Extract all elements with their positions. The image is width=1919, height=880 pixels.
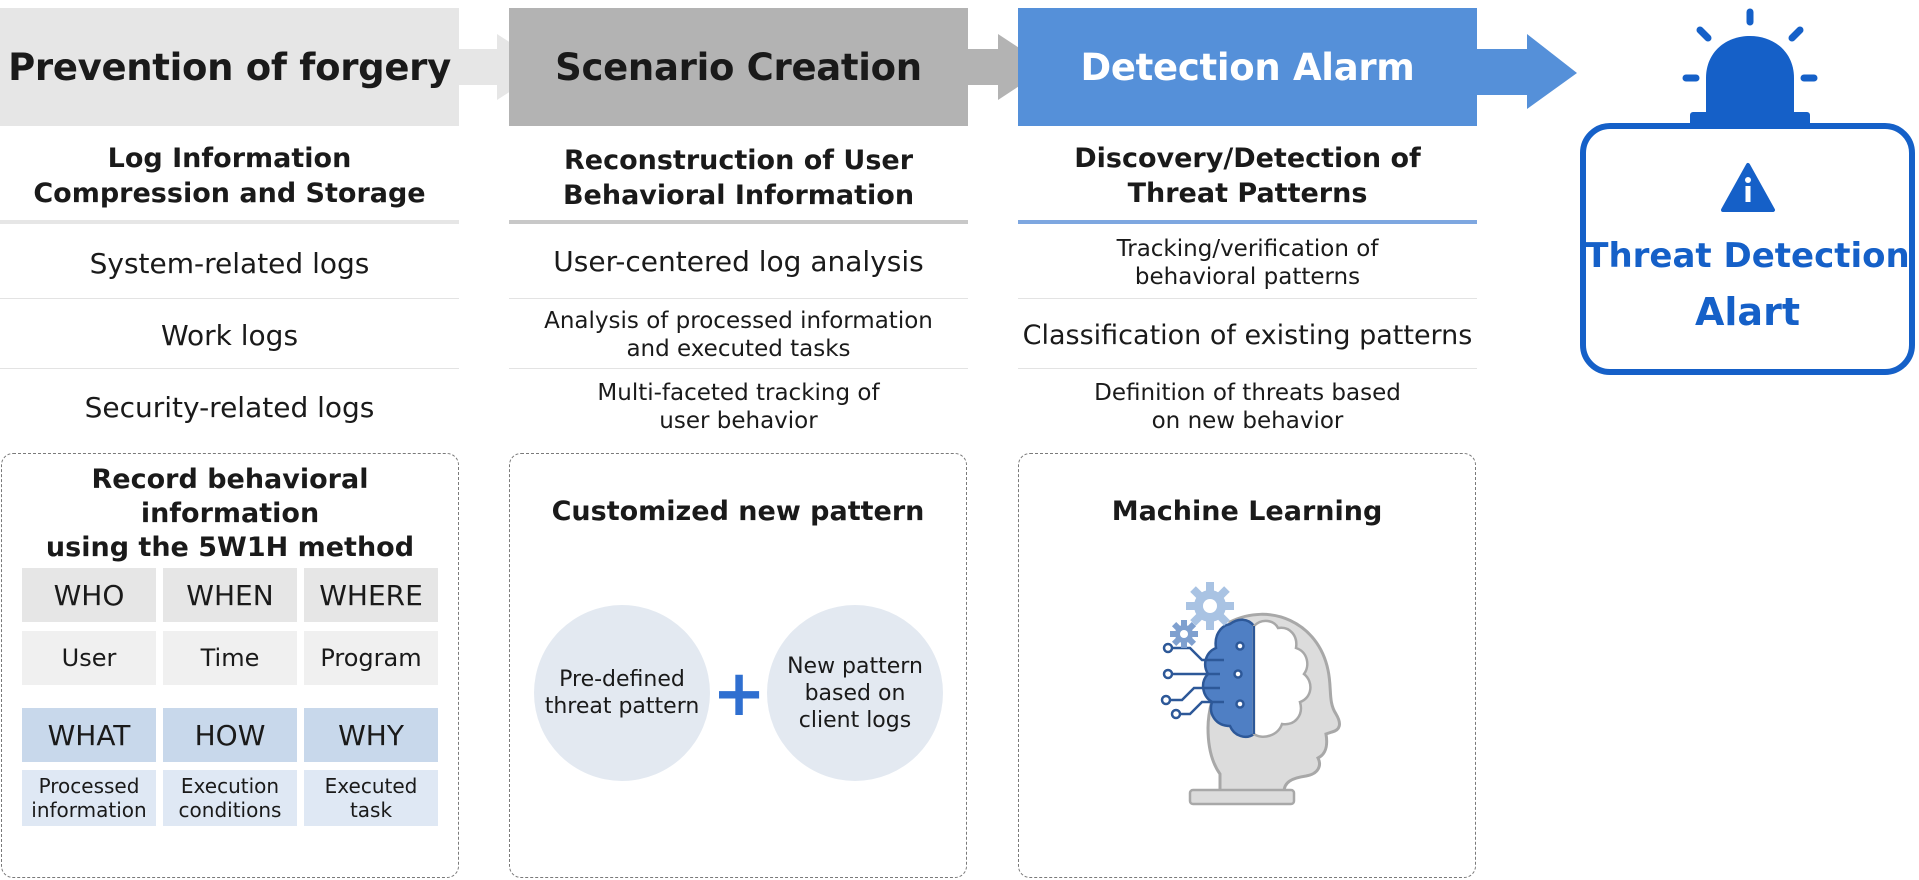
divider	[509, 298, 968, 299]
subtitle-reconstruction: Reconstruction of User Behavioral Inform…	[562, 145, 915, 211]
divider	[1018, 298, 1477, 299]
plus-icon: +	[712, 657, 766, 731]
panel-title-5w1h: Record behavioral information using the …	[45, 464, 415, 563]
row-multifaceted-tracking: Multi-faceted tracking of user behavior	[597, 380, 880, 434]
divider-thick	[509, 220, 968, 224]
cell-where: WHERE	[304, 568, 438, 622]
row-user-centered-analysis: User-centered log analysis	[553, 245, 924, 278]
siren-icon	[1682, 8, 1818, 126]
divider-thick	[1018, 220, 1477, 224]
row-work-logs: Work logs	[160, 319, 299, 352]
cell-time: Time	[163, 631, 297, 685]
arrow-3	[1477, 34, 1577, 109]
cell-when: WHEN	[163, 568, 297, 622]
cell-executed-task: Executed task	[304, 770, 438, 826]
row-threat-definition: Definition of threats based on new behav…	[1094, 380, 1401, 434]
cell-who: WHO	[22, 568, 156, 622]
divider	[509, 368, 968, 369]
row-system-logs: System-related logs	[89, 247, 370, 280]
ai-head-brain-gears-icon	[1160, 582, 1341, 806]
divider	[0, 368, 459, 369]
warning-triangle-icon	[1721, 163, 1775, 212]
cell-what: WHAT	[22, 708, 156, 762]
subtitle-discovery-detection: Discovery/Detection of Threat Patterns	[1074, 143, 1421, 209]
row-security-logs: Security-related logs	[84, 391, 375, 424]
row-classification: Classification of existing patterns	[1022, 320, 1473, 351]
circle-predefined-pattern: Pre-defined threat pattern	[534, 605, 710, 781]
divider-thick	[0, 220, 459, 224]
cell-execution-conditions: Execution conditions	[163, 770, 297, 826]
panel-5w1h	[1, 453, 459, 878]
row-processed-info-analysis: Analysis of processed information and ex…	[544, 308, 933, 362]
threat-alert-title: Threat Detection Alart	[1580, 228, 1915, 340]
cell-how: HOW	[163, 708, 297, 762]
panel-machine-learning	[1018, 453, 1476, 878]
header-scenario-creation: Scenario Creation	[509, 8, 968, 126]
divider	[1018, 368, 1477, 369]
panel-title-customized-pattern: Customized new pattern	[551, 496, 925, 527]
arrow-2	[968, 34, 1048, 100]
cell-user: User	[22, 631, 156, 685]
divider	[0, 298, 459, 299]
threat-alert-title-line2: Alart	[1695, 290, 1800, 334]
cell-why: WHY	[304, 708, 438, 762]
subtitle-log-compression: Log Information Compression and Storage	[33, 143, 426, 209]
row-tracking-verification: Tracking/verification of behavioral patt…	[1116, 236, 1379, 290]
cell-processed-information: Processed information	[22, 770, 156, 826]
panel-customized-pattern	[509, 453, 967, 878]
panel-title-machine-learning: Machine Learning	[1111, 496, 1383, 527]
header-detection-alarm: Detection Alarm	[1018, 8, 1477, 126]
arrow-1	[459, 34, 548, 100]
cell-program: Program	[304, 631, 438, 685]
circle-new-pattern: New pattern based on client logs	[767, 605, 943, 781]
threat-alert-title-line1: Threat Detection	[1585, 236, 1910, 276]
header-prevention-of-forgery: Prevention of forgery	[0, 8, 459, 126]
